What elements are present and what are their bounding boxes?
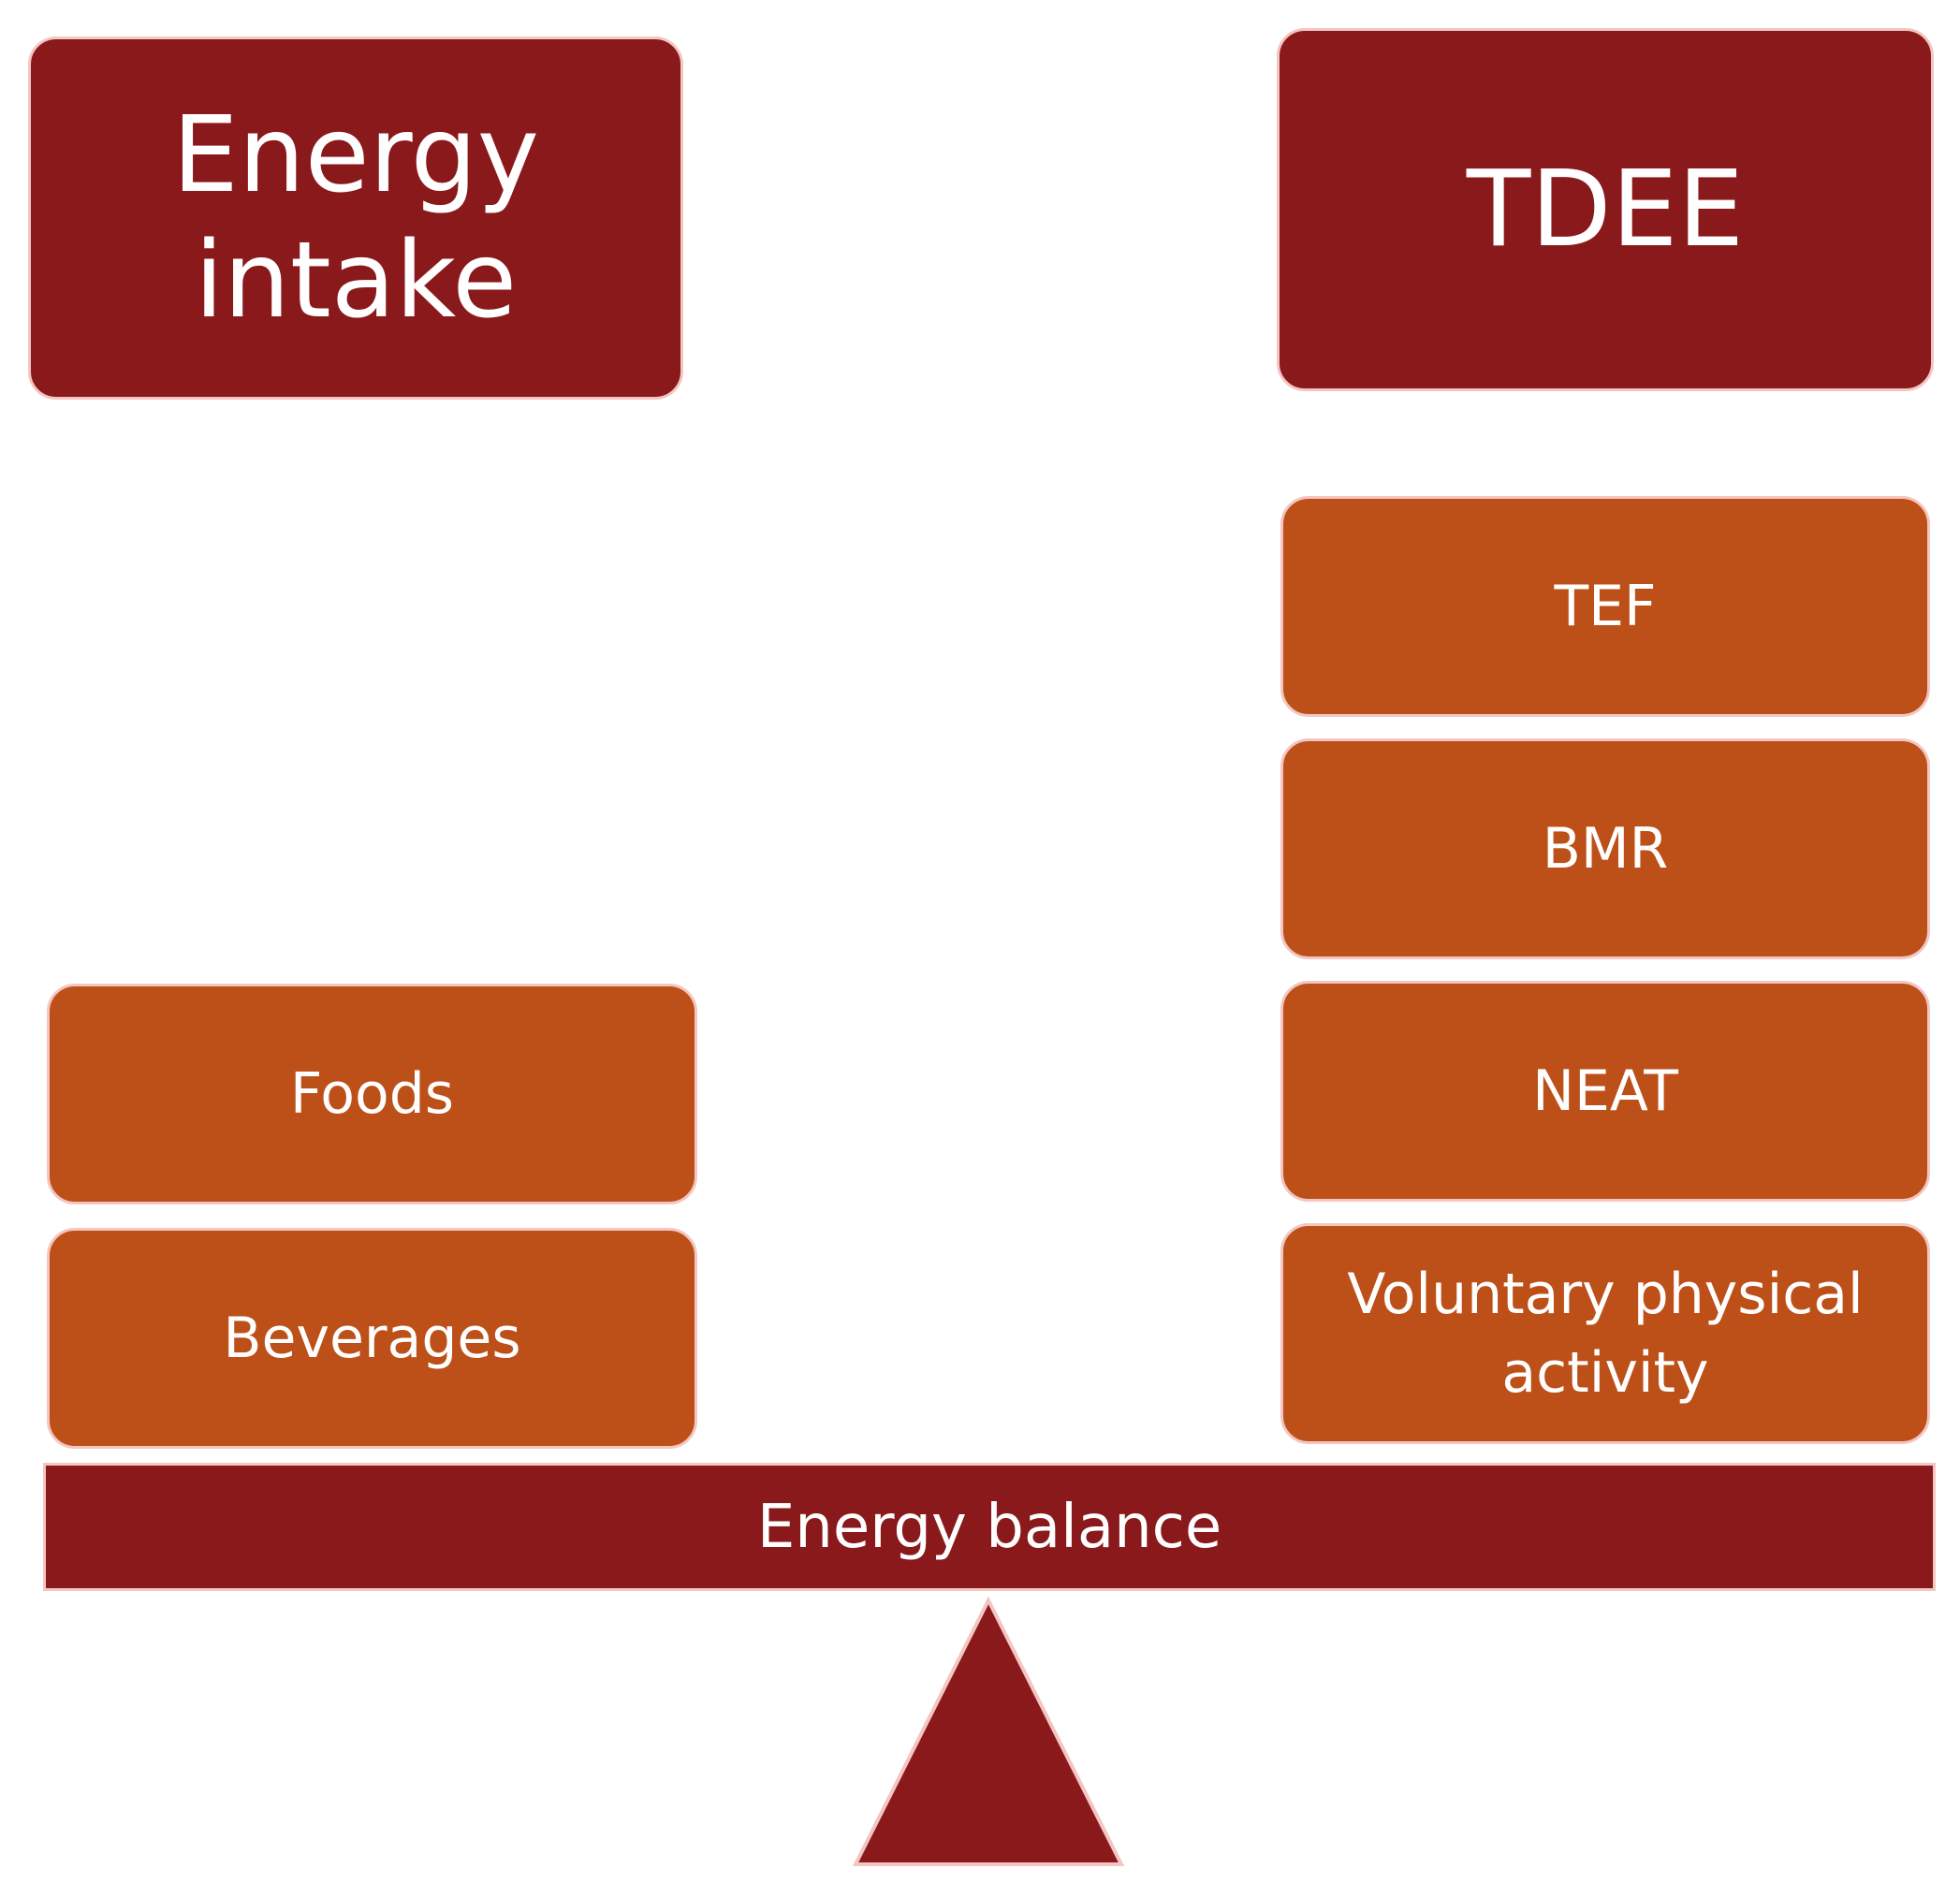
tef-label: TEF <box>1554 574 1657 639</box>
energy-balance-beam: Energy balance <box>43 1463 1936 1591</box>
voluntary-physical-activity-box: Voluntary physical activity <box>1280 1223 1930 1444</box>
energy-intake-title: Energy intake <box>171 94 540 342</box>
energy-balance-label: Energy balance <box>756 1492 1222 1562</box>
fulcrum-triangle-icon <box>852 1596 1125 1866</box>
tdee-header: TDEE <box>1277 28 1934 391</box>
foods-box: Foods <box>47 984 697 1204</box>
beverages-box: Beverages <box>47 1228 697 1449</box>
foods-label: Foods <box>289 1061 455 1127</box>
tdee-title: TDEE <box>1466 148 1745 270</box>
energy-intake-header: Energy intake <box>28 36 683 400</box>
bmr-box: BMR <box>1280 738 1930 959</box>
beverages-label: Beverages <box>223 1306 521 1371</box>
neat-label: NEAT <box>1532 1058 1678 1124</box>
bmr-label: BMR <box>1542 816 1669 882</box>
voluntary-physical-activity-label: Voluntary physical activity <box>1347 1262 1864 1406</box>
tef-box: TEF <box>1280 496 1930 717</box>
neat-box: NEAT <box>1280 981 1930 1202</box>
